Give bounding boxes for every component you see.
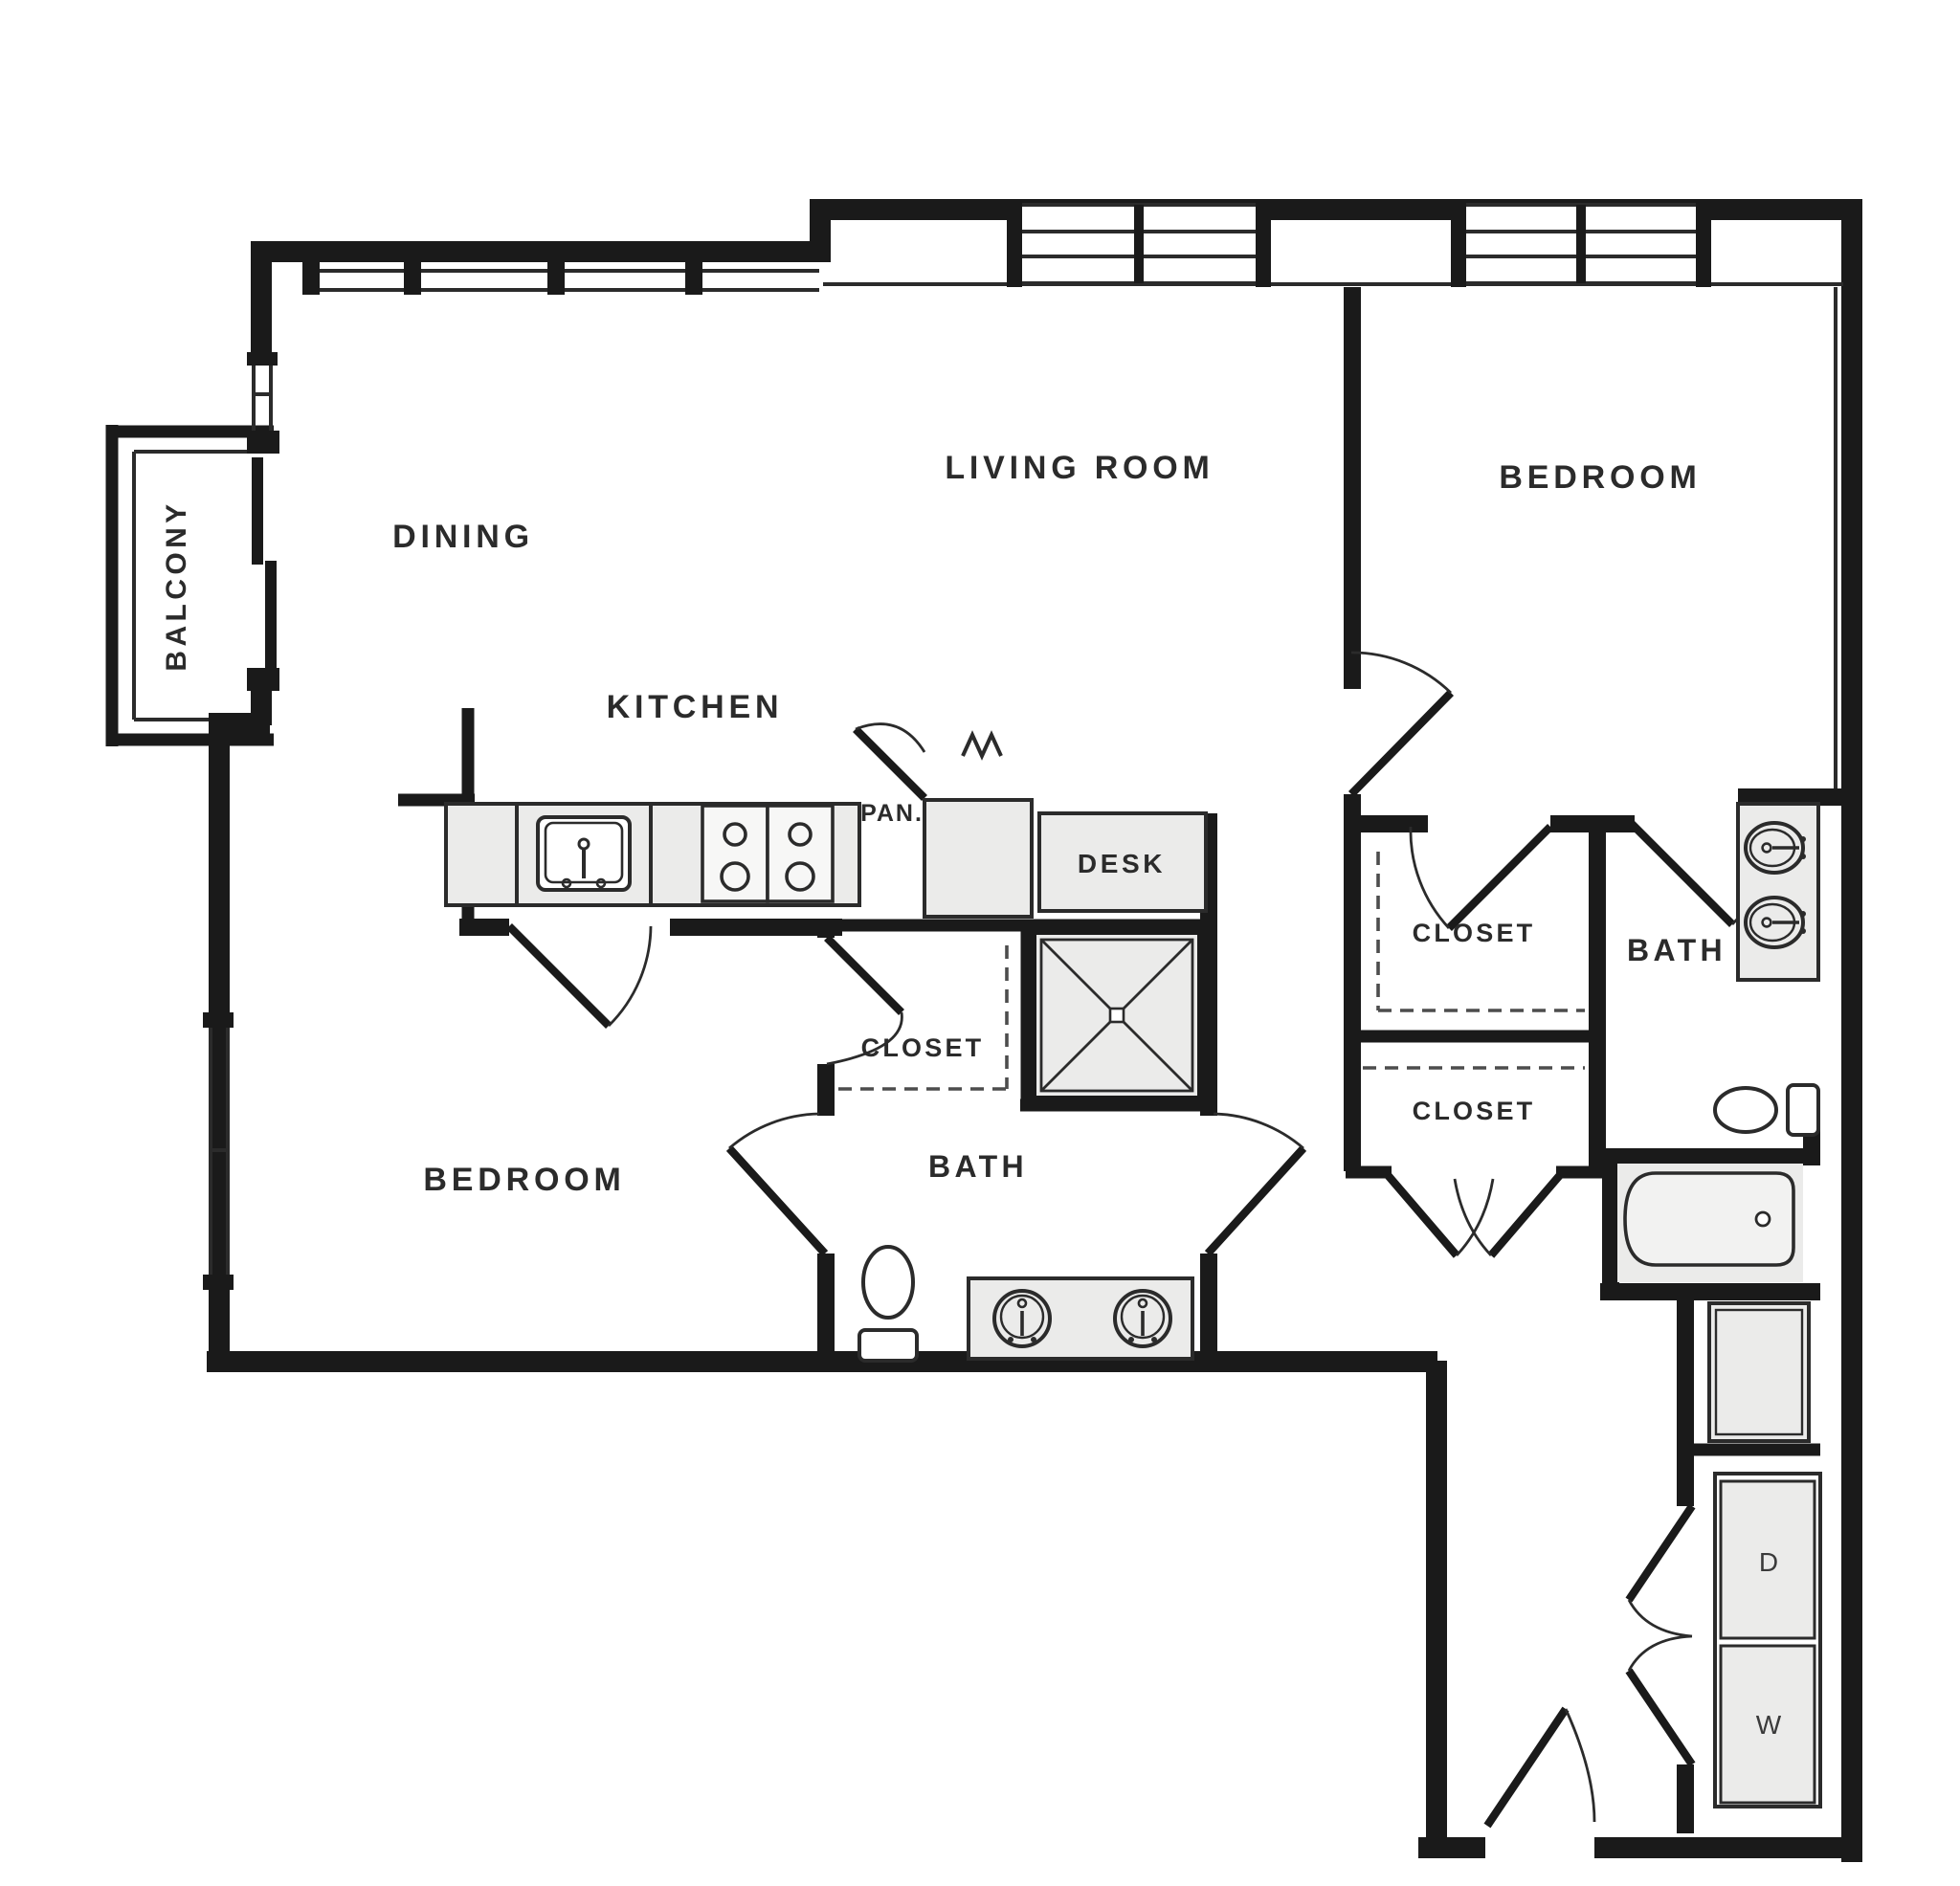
- windows: [203, 199, 1843, 1290]
- room-label-closet-left: CLOSET: [861, 1033, 985, 1062]
- window-post-icon: [404, 241, 421, 295]
- closet-shelf-lines: [838, 852, 1585, 1091]
- room-labels: DINING LIVING ROOM BEDROOM KITCHEN PAN. …: [392, 450, 1726, 1198]
- window-left-upper: [247, 352, 279, 454]
- bath-right-fixtures: [1617, 802, 1820, 1282]
- balcony-slider-icon: [247, 457, 279, 691]
- door-pantry: [853, 722, 1003, 801]
- door-bath-center-right: [1204, 1112, 1307, 1256]
- door-closet-upper-right: [1409, 824, 1553, 931]
- pantry-bifold-icon: [961, 730, 1003, 761]
- room-label-balcony: BALCONY: [161, 499, 192, 671]
- shelf-closet-upper-right: [1376, 852, 1585, 1012]
- utility-laundry: D W: [1707, 1301, 1822, 1808]
- vanity-sink-icon: [1744, 896, 1806, 949]
- door-laundry: [1625, 1503, 1696, 1767]
- balcony-inner-line: [132, 450, 258, 721]
- utility-box: [1707, 1301, 1811, 1443]
- window-post-icon: [685, 241, 702, 295]
- balcony: BALCONY: [105, 425, 274, 746]
- vanity-sink-icon: [1113, 1289, 1172, 1348]
- door-closet-left: [824, 935, 904, 1066]
- shower-icon: [1031, 929, 1203, 1101]
- kitchen-counter: [444, 802, 861, 907]
- room-label-closet-lower-right: CLOSET: [1413, 1097, 1536, 1125]
- room-label-pantry: PAN.: [860, 800, 924, 827]
- bathtub-icon: [1617, 1164, 1803, 1282]
- desk-box: [1037, 811, 1208, 913]
- interior-walls: [398, 287, 1849, 1833]
- kitchen-sink-icon: [536, 815, 632, 892]
- pantry-box: [923, 798, 1034, 919]
- window-bedroom-top: [1451, 199, 1711, 287]
- door-bedroom-top: [1348, 651, 1454, 797]
- window-post-icon: [547, 241, 565, 295]
- door-bath-center-left: [725, 1112, 829, 1256]
- room-label-dining: DINING: [392, 519, 534, 555]
- window-post-icon: [302, 241, 320, 295]
- stove-icon: [701, 804, 835, 903]
- room-label-living-room: LIVING ROOM: [945, 450, 1214, 486]
- door-closet-lower-right: [1384, 1172, 1564, 1258]
- room-label-bath-center: BATH: [928, 1149, 1028, 1184]
- door-entry: [1483, 1706, 1596, 1829]
- label-washer: W: [1756, 1710, 1782, 1740]
- dryer-box: [1719, 1479, 1816, 1640]
- room-label-desk: DESK: [1078, 849, 1166, 878]
- doors: [506, 651, 1776, 1829]
- balcony-walls: [105, 425, 274, 746]
- room-label-kitchen: KITCHEN: [607, 689, 784, 725]
- window-living: [1007, 199, 1271, 287]
- vanity-sink-icon: [992, 1289, 1052, 1348]
- room-label-bedroom-lower: BEDROOM: [423, 1162, 625, 1198]
- room-label-bath-right: BATH: [1627, 933, 1726, 967]
- washer-box: [1719, 1644, 1816, 1805]
- counter-dividers: [515, 804, 653, 905]
- window-left-lower: [203, 1012, 234, 1290]
- room-label-closet-upper-right: CLOSET: [1413, 919, 1536, 947]
- bath-center-fixtures: [858, 1245, 1194, 1363]
- door-bedroom-lower: [506, 923, 653, 1029]
- toilet-icon: [1713, 1083, 1820, 1137]
- toilet-icon: [858, 1245, 919, 1363]
- room-label-bedroom-top: BEDROOM: [1499, 459, 1701, 496]
- vanity-sink-icon: [1744, 821, 1806, 875]
- label-dryer: D: [1759, 1547, 1778, 1577]
- shelf-closet-left: [838, 945, 1009, 1091]
